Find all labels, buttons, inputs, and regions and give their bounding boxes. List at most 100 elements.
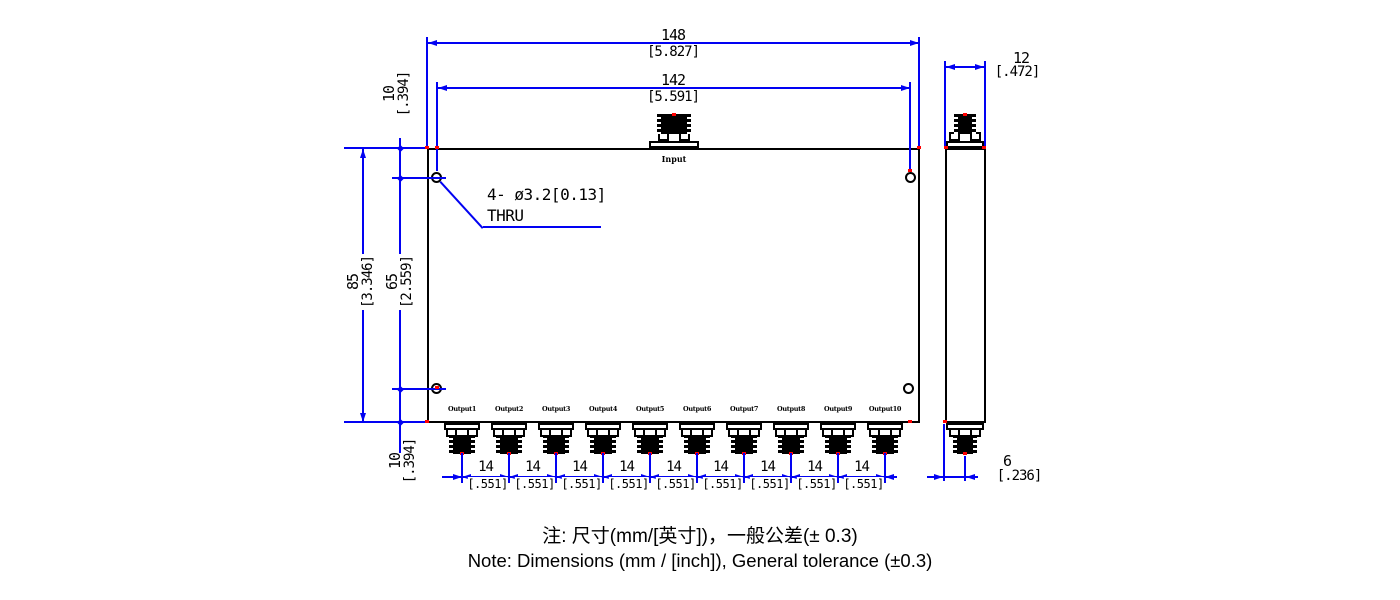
- hole-callout-size: 4- ø3.2[0.13]: [487, 185, 606, 204]
- dim-port-pitch-inch: [.551]: [702, 477, 743, 491]
- dimension-arrow: [462, 474, 471, 480]
- dim-port-pitch-inch: [.551]: [467, 477, 508, 491]
- reference-marker-dot: [944, 146, 948, 149]
- dim-port-pitch-mm: 14: [760, 459, 776, 475]
- connector-thread: [825, 435, 851, 454]
- dim-port-pitch-inch: [.551]: [514, 477, 555, 491]
- extension-line: [743, 453, 745, 483]
- connector-thread: [449, 435, 475, 454]
- coax-connector-bottom: [585, 423, 621, 455]
- dim-port-pitch-inch: [.551]: [655, 477, 696, 491]
- connector-thread: [637, 435, 663, 454]
- connector-flange: [773, 423, 809, 430]
- connector-thread: [778, 435, 804, 454]
- dimension-arrow: [934, 474, 943, 480]
- extension-line: [426, 37, 428, 146]
- connector-flange: [444, 423, 480, 430]
- output-port-label: Output10: [868, 405, 902, 413]
- connector-thread: [731, 435, 757, 454]
- connector-flange: [867, 423, 903, 430]
- output-port-label: Output2: [494, 405, 524, 413]
- extension-line: [696, 453, 698, 483]
- output-port-label: Output4: [588, 405, 618, 413]
- reference-marker-dot: [943, 420, 947, 423]
- reference-marker-dot: [963, 452, 967, 455]
- connector-flange: [946, 423, 984, 430]
- reference-marker-dot: [908, 420, 912, 423]
- dimension-arrow: [838, 474, 847, 480]
- output-port-label: Output7: [729, 405, 759, 413]
- coax-connector-bottom: [726, 423, 762, 455]
- dim-port-pitch-mm: 14: [807, 459, 823, 475]
- connector-thread: [496, 435, 522, 454]
- dim-overall-width-mm: 148: [660, 26, 686, 44]
- dim-side-width-mm: 12: [1012, 49, 1030, 67]
- dim-port-pitch-inch: [.551]: [796, 477, 837, 491]
- extension-line: [392, 388, 446, 390]
- coax-connector-top: [649, 114, 699, 148]
- dim-hole-span-height-inch: [2.559]: [399, 255, 416, 309]
- reference-marker-dot: [908, 169, 912, 172]
- dimension-arrow: [360, 413, 366, 422]
- dimension-arrow: [438, 85, 447, 91]
- extension-line: [602, 453, 604, 483]
- dimension-arrow: [556, 474, 565, 480]
- mount-hole-bottom-right: [903, 383, 914, 394]
- coax-connector-bottom: [538, 423, 574, 455]
- dim-port-pitch-mm: 14: [478, 459, 494, 475]
- hole-callout-thru: THRU: [487, 206, 524, 225]
- mount-hole-top-right: [905, 172, 916, 183]
- connector-thread: [872, 435, 898, 454]
- extension-line: [944, 61, 946, 146]
- dimension-line: [927, 476, 978, 478]
- connector-flange: [679, 423, 715, 430]
- input-port-label: Input: [661, 154, 687, 164]
- extension-line: [461, 453, 463, 483]
- dim-top-hole-offset: 10 [.394]: [380, 70, 412, 119]
- extension-line: [837, 453, 839, 483]
- dimension-arrow: [975, 64, 984, 70]
- output-port-label: Output6: [682, 405, 712, 413]
- dim-port-pitch-inch: [.551]: [608, 477, 649, 491]
- extension-line: [649, 453, 651, 483]
- connector-thread: [657, 114, 691, 134]
- dim-hole-span-width-inch: [5.591]: [646, 89, 700, 105]
- dimension-arrow: [946, 64, 955, 70]
- dim-hole-span-height: 65 [2.559]: [383, 253, 416, 311]
- connector-flange: [585, 423, 621, 430]
- extension-line: [344, 421, 427, 423]
- extension-line: [392, 177, 446, 179]
- coax-connector-bottom: [773, 423, 809, 455]
- dim-overall-height: 85 [3.346]: [344, 253, 377, 311]
- note-chinese: 注: 尺寸(mm/[英寸])，一般公差(± 0.3): [542, 526, 858, 547]
- reference-marker-dot: [982, 146, 986, 149]
- dim-overall-height-inch: [3.346]: [360, 255, 377, 309]
- dimension-line: [945, 66, 986, 68]
- output-port-label: Output8: [776, 405, 806, 413]
- dim-hole-span-width-mm: 142: [660, 71, 686, 89]
- coax-connector-bottom: [946, 423, 984, 455]
- connector-flange: [726, 423, 762, 430]
- dimension-arrow: [360, 149, 366, 158]
- dim-port-pitch-inch: [.551]: [561, 477, 602, 491]
- dim-overall-width-inch: [5.827]: [646, 44, 700, 60]
- reference-marker-dot: [963, 113, 967, 116]
- front-view-body: [427, 148, 920, 423]
- dim-bottom-hole-offset: 10 [.394]: [386, 437, 418, 486]
- dim-port-pitch-mm: 14: [666, 459, 682, 475]
- dim-overall-height-mm: 85: [344, 273, 363, 291]
- connector-flange: [946, 141, 984, 148]
- dimension-arrow: [453, 474, 462, 480]
- connector-flange: [649, 141, 699, 148]
- output-port-label: Output3: [541, 405, 571, 413]
- connector-flange: [491, 423, 527, 430]
- coax-connector-top: [946, 114, 984, 148]
- dim-port-pitch-mm: 14: [619, 459, 635, 475]
- coax-connector-bottom: [632, 423, 668, 455]
- dim-port-pitch-mm: 14: [854, 459, 870, 475]
- output-port-label: Output9: [823, 405, 853, 413]
- output-port-label: Output5: [635, 405, 665, 413]
- reference-marker-dot: [435, 386, 439, 389]
- dimension-arrow: [650, 474, 659, 480]
